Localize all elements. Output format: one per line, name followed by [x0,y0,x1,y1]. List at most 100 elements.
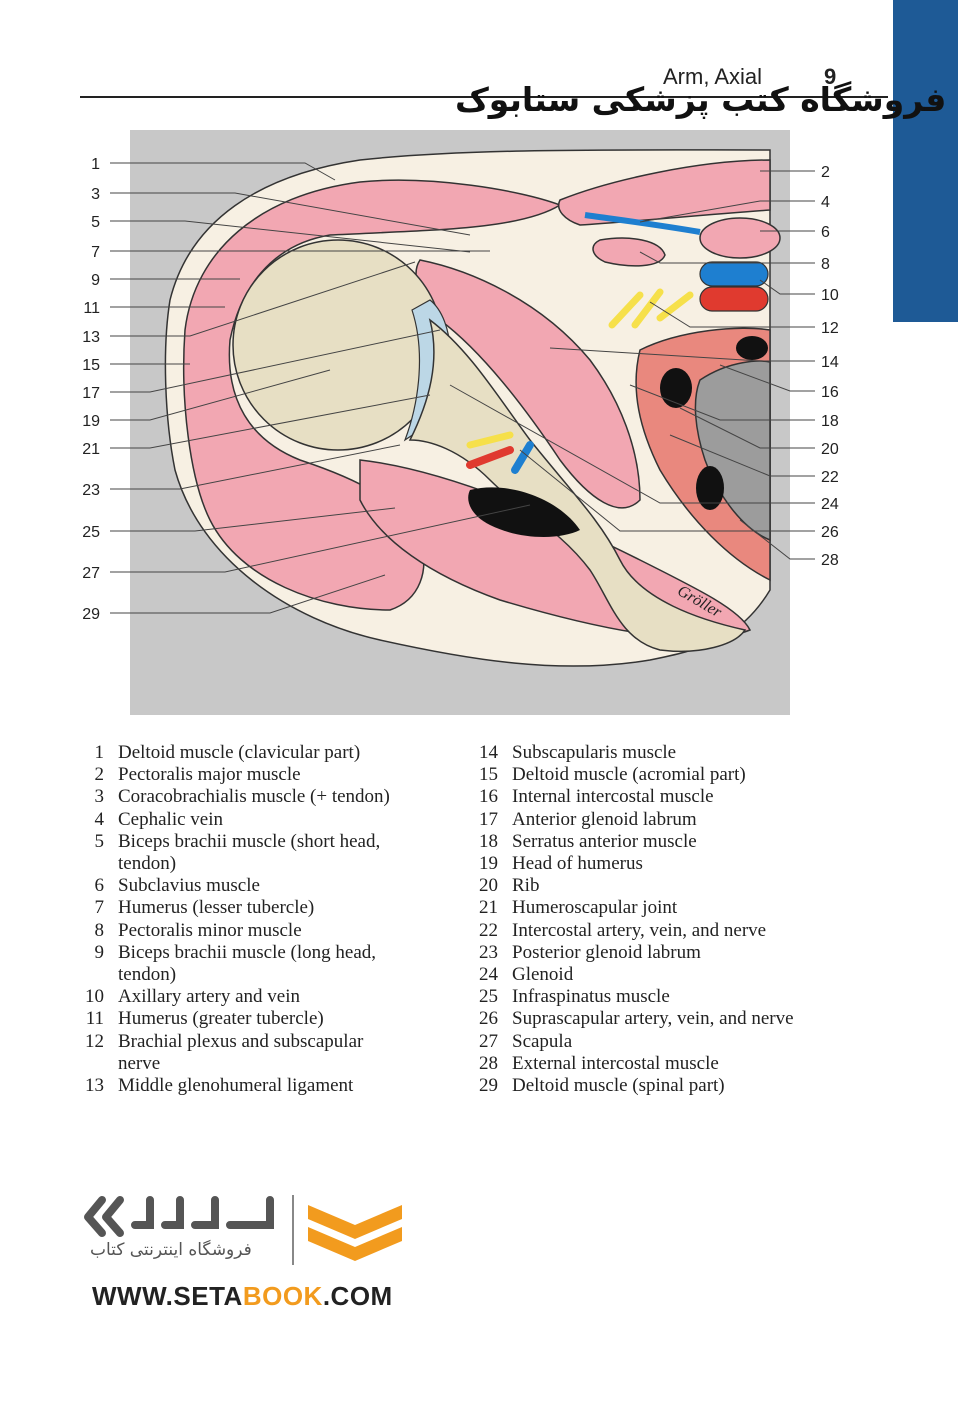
legend-text: Pectoralis major muscle [118,764,301,786]
legend-text: Scapula [512,1030,573,1052]
legend-text: Head of humerus [512,853,643,875]
url-suffix: .COM [322,1281,393,1311]
label-8: 8 [821,256,830,273]
logo-url[interactable]: WWW.SETABOOK.COM [92,1281,393,1312]
scapula [408,318,747,653]
legend-item: 13 Middle glenohumeral ligament [80,1075,460,1097]
legend-text: Brachial plexus and subscapular [118,1030,364,1052]
legend-text: Glenoid [512,964,574,986]
header-rule [80,96,888,98]
pectoralis-minor [592,237,666,267]
cephalic-vein [584,212,701,235]
legend-number [80,853,118,875]
brachial-plexus [608,288,694,329]
label-1: 1 [91,156,100,173]
legend-text: tendon) [118,964,177,986]
label-28: 28 [821,552,839,569]
label-2: 2 [821,164,830,181]
label-20: 20 [821,441,839,458]
setabook-logo: فروشگاه اینترنتی کتاب WWW.SETABOOK.COM [80,1185,410,1325]
label-14: 14 [821,354,839,371]
label-6: 6 [821,224,830,241]
legend-number: 14 [479,742,498,763]
suprascapular-artery [466,446,514,469]
legend-number: 5 [94,830,105,852]
label-19: 19 [82,413,100,430]
legend-number: 13 [85,1075,104,1097]
suprascapular-vein [511,441,534,474]
logo-letters-icon [131,1196,274,1229]
legend-text: Anterior glenoid labrum [512,808,697,830]
legend-item: 17 Anterior glenoid labrum [474,809,894,831]
chapter-tab [893,0,958,322]
label-21: 21 [82,441,100,458]
legend-text: Suprascapular artery, vein, and nerve [512,1008,794,1030]
legend-text: Pectoralis minor muscle [118,919,302,941]
legend-number: 7 [94,897,105,919]
label-15: 15 [82,357,100,374]
label-27: 27 [82,565,100,582]
axillary-artery [699,286,769,312]
label-22: 22 [821,469,839,486]
legend-number [80,1053,118,1075]
label-7: 7 [91,244,100,261]
legend-number: 6 [94,875,105,897]
legend-number: 22 [479,919,498,941]
legend-number: 10 [85,986,104,1008]
label-18: 18 [821,413,839,430]
legend-number: 8 [94,919,105,941]
legend-text: tendon) [118,853,177,875]
legend-text: Posterior glenoid labrum [512,941,701,963]
rib-1 [736,336,768,360]
axial-section-figure: Gröller 1 3 5 [82,130,839,715]
legend-number: 23 [479,941,498,963]
label-4: 4 [821,194,830,211]
url-accent: BOOK [242,1281,323,1311]
legend-text: Intercostal artery, vein, and nerve [512,919,767,941]
legend-text: Deltoid muscle (clavicular part) [118,742,361,763]
label-9: 9 [91,272,100,289]
legend-number [80,964,118,986]
legend-text: Deltoid muscle (spinal part) [512,1075,725,1097]
label-12: 12 [821,320,839,337]
suprascapular-nerve [466,431,514,449]
right-labels: 2 4 6 8 10 12 14 16 18 20 22 24 26 28 [821,164,839,569]
label-3: 3 [91,186,100,203]
legend-number: 24 [479,964,498,986]
book-chevron-icon [308,1205,402,1261]
url-prefix: WWW.SETA [92,1281,243,1311]
logo-chevrons-icon [84,1196,124,1237]
legend-text: Middle glenohumeral ligament [118,1075,354,1097]
legend-number: 9 [94,941,105,963]
legend-number: 17 [479,808,498,830]
label-17: 17 [82,385,100,402]
logo-mark [84,1195,402,1265]
legend-number: 1 [94,742,105,763]
legend-item: 24 Glenoid [474,964,894,986]
legend-item: tendon) [80,853,460,875]
legend-text: Humerus (lesser tubercle) [118,897,315,919]
legend-item: 1 Deltoid muscle (clavicular part) [80,742,460,764]
legend-text: Cephalic vein [118,808,223,830]
thoracic-cavity [694,360,771,542]
legend-number: 16 [479,786,498,808]
legend-text: Coracobrachialis muscle (+ tendon) [118,786,390,808]
label-16: 16 [821,384,839,401]
legend-text: Subscapularis muscle [512,742,677,763]
legend-text: Internal intercostal muscle [512,786,714,808]
axillary-vein [699,261,769,287]
logo-divider [292,1195,294,1265]
